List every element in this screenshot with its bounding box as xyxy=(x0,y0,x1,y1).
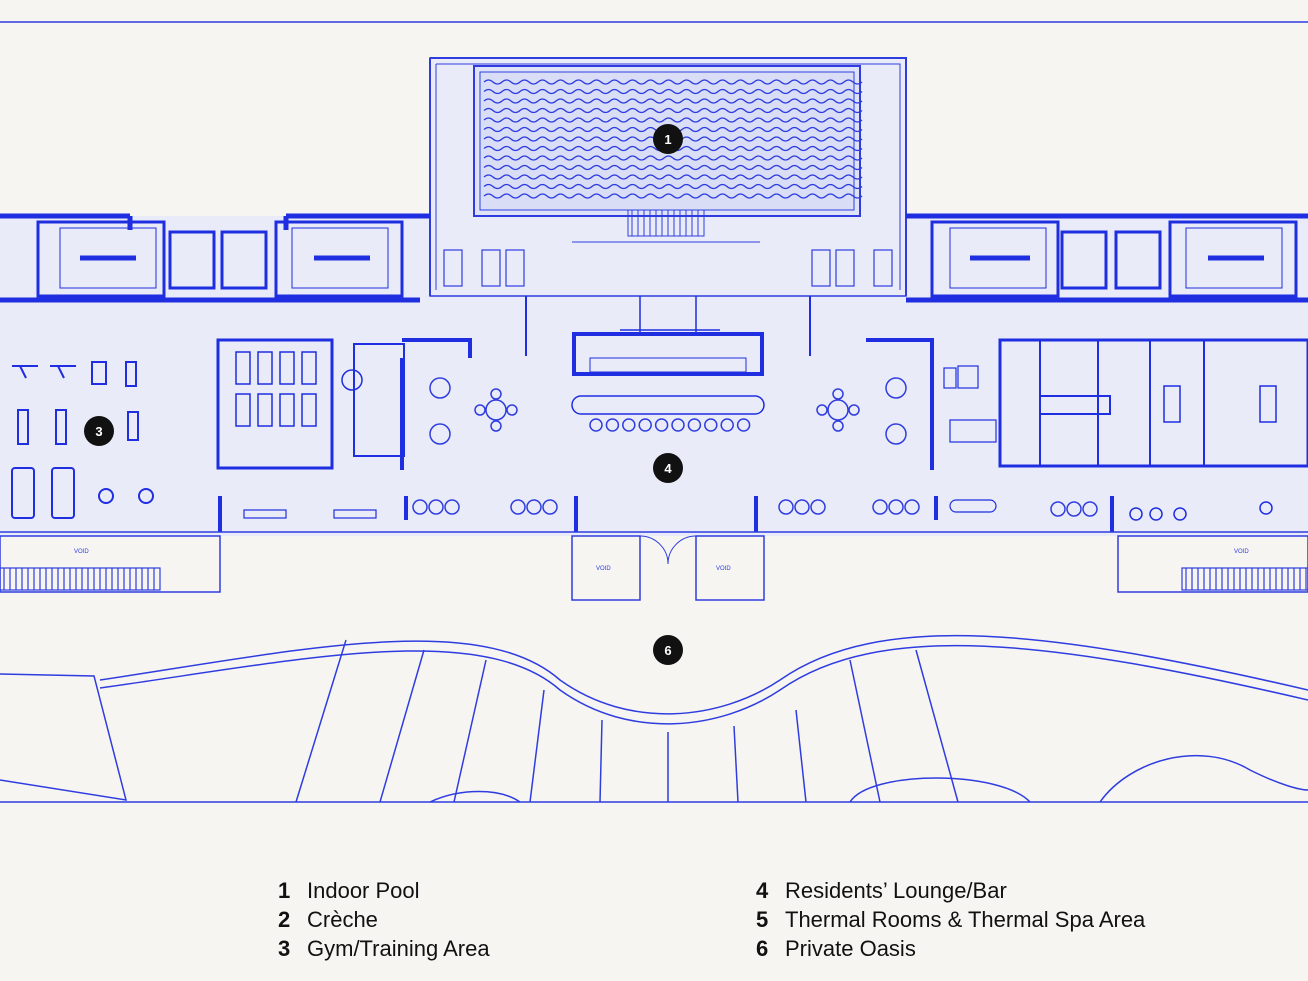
lounge-seat xyxy=(510,499,526,515)
void-areas xyxy=(0,535,1308,601)
chair xyxy=(490,388,502,400)
bar-stool xyxy=(687,418,702,432)
chair xyxy=(474,404,486,416)
legend-item: 5 Thermal Rooms & Thermal Spa Area xyxy=(756,905,1145,934)
private-oasis-landscape xyxy=(0,634,1308,803)
stair-core-left xyxy=(36,220,404,298)
stair-core-right xyxy=(930,220,1298,298)
legend-item: 1 Indoor Pool xyxy=(278,876,490,905)
chair xyxy=(490,420,502,432)
legend-item: 3 Gym/Training Area xyxy=(278,934,490,963)
svg-text:6: 6 xyxy=(664,643,671,658)
lounge-seat xyxy=(542,499,558,515)
bar-stools xyxy=(589,418,751,432)
pool-loungers xyxy=(443,249,893,287)
balcony-railings xyxy=(0,567,1308,591)
bar-stool xyxy=(671,418,685,432)
legend-label: Indoor Pool xyxy=(307,878,420,903)
central-reception xyxy=(525,296,811,415)
lounge-table xyxy=(485,399,507,421)
svg-text:3: 3 xyxy=(95,424,102,439)
lounge-seat xyxy=(778,499,794,515)
legend-right-column: 4 Residents’ Lounge/Bar 5 Thermal Rooms … xyxy=(756,876,1145,963)
lounge-seat xyxy=(412,499,428,515)
lounge-seat xyxy=(1082,501,1098,517)
bar-stool xyxy=(736,418,751,432)
legend-label: Thermal Rooms & Thermal Spa Area xyxy=(785,907,1146,932)
legend-item: 6 Private Oasis xyxy=(756,934,1145,963)
legend-label: Residents’ Lounge/Bar xyxy=(785,878,1007,903)
void-labels: VOID VOID VOID VOID xyxy=(74,549,1249,572)
legend-left-column: 1 Indoor Pool 2 Crèche 3 Gym/Training Ar… xyxy=(278,876,490,963)
chair xyxy=(848,404,860,416)
lounge-seat xyxy=(810,499,826,515)
lounge-table xyxy=(827,399,849,421)
lounge-chair xyxy=(885,377,907,399)
lounge-chair xyxy=(429,377,451,399)
marker-1: 1 xyxy=(653,124,683,154)
railing xyxy=(0,567,161,591)
legend-number: 1 xyxy=(278,878,291,903)
bar-stool xyxy=(622,418,636,432)
void-label: VOID xyxy=(1234,549,1249,555)
svg-text:1: 1 xyxy=(664,132,671,147)
marker-4: 4 xyxy=(653,453,683,483)
legend-number: 2 xyxy=(278,907,291,932)
lounge-chair xyxy=(429,423,451,445)
marker-3: 3 xyxy=(84,416,114,446)
lounge-seat xyxy=(872,499,888,515)
lounge-seat xyxy=(794,499,810,515)
legend-label: Gym/Training Area xyxy=(307,936,490,961)
bar-stool xyxy=(605,418,620,432)
legend-label: Crèche xyxy=(307,907,378,932)
bar-stool xyxy=(589,418,603,432)
legend-item: 2 Crèche xyxy=(278,905,490,934)
lounge-seat xyxy=(1066,501,1082,517)
lounge-seat xyxy=(526,499,542,515)
legend-number: 4 xyxy=(756,878,769,903)
lounge-walls xyxy=(218,338,1114,532)
lounge-seat xyxy=(888,499,904,515)
lounge-seat xyxy=(428,499,444,515)
legend-number: 5 xyxy=(756,907,769,932)
pool-steps xyxy=(627,209,705,237)
legend-label: Private Oasis xyxy=(785,936,916,961)
marker-6: 6 xyxy=(653,635,683,665)
lounge-seat xyxy=(1050,501,1066,517)
railing xyxy=(1181,567,1308,591)
lounge-seat xyxy=(444,499,460,515)
legend-number: 3 xyxy=(278,936,291,961)
legend-number: 6 xyxy=(756,936,769,961)
thermal-spa-rooms xyxy=(943,338,1308,521)
bar-stool xyxy=(720,418,734,432)
void-label: VOID xyxy=(596,566,611,572)
creche-room xyxy=(216,338,405,519)
chair xyxy=(506,404,518,416)
void-label: VOID xyxy=(74,549,89,555)
lounge-seating xyxy=(412,377,1098,517)
legend-item: 4 Residents’ Lounge/Bar xyxy=(756,876,1145,905)
bar-stool xyxy=(654,418,669,432)
chair xyxy=(816,404,828,416)
svg-text:4: 4 xyxy=(664,461,672,476)
lounge-seat xyxy=(904,499,920,515)
chair xyxy=(832,388,844,400)
bar-stool xyxy=(638,418,652,432)
lounge-chair xyxy=(885,423,907,445)
railing-balusters xyxy=(3,568,1307,590)
chair xyxy=(832,420,844,432)
gym-equipment xyxy=(11,361,154,519)
void-label: VOID xyxy=(716,566,731,572)
bar-stool xyxy=(704,418,718,432)
